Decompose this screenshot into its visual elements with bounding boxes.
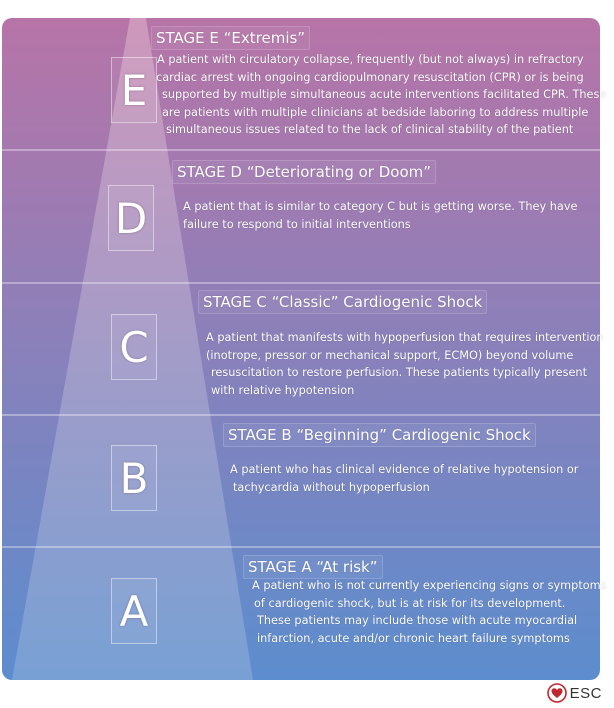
stage-c-title: STAGE C “Classic” Cardiogenic Shock	[198, 290, 488, 314]
stage-b-letter: B	[111, 445, 157, 511]
esc-logo-text: ESC	[569, 684, 602, 702]
stage-e-title: STAGE E “Extremis”	[151, 26, 311, 50]
stage-e-line: are patients with multiple clinicians at…	[162, 105, 589, 119]
stage-dividers	[2, 149, 600, 548]
stage-b-title: STAGE B “Beginning” Cardiogenic Shock	[223, 423, 536, 447]
stage-a-title: STAGE A “At risk”	[243, 555, 383, 579]
stage-d-letter: D	[108, 185, 154, 251]
stage-e-line: cardiac arrest with ongoing cardiopulmon…	[156, 70, 584, 84]
stage-a-line: of cardiogenic shock, but is at risk for…	[254, 596, 566, 610]
stage-a-line: These patients may include those with ac…	[257, 614, 578, 627]
stage-e-line: A patient with circulatory collapse, fre…	[157, 53, 584, 66]
stage-a-letter: A	[111, 578, 157, 644]
stage-e-line: supported by multiple simultaneous acute…	[162, 88, 607, 101]
stage-d-line: A patient that is similar to category C …	[183, 200, 578, 213]
stage-e-description: A patient with circulatory collapse, fre…	[156, 51, 607, 139]
stage-d-description: A patient that is similar to category C …	[183, 198, 577, 233]
pyramid-shape	[12, 18, 253, 680]
stage-b-line: tachycardia without hypoperfusion	[233, 480, 430, 494]
stage-b-description: A patient who has clinical evidence of r…	[230, 461, 578, 496]
stage-e-letter: E	[111, 57, 157, 123]
stage-a-line: infarction, acute and/or chronic heart f…	[257, 631, 570, 645]
stage-d-title: STAGE D “Deteriorating or Doom”	[172, 160, 437, 184]
stage-e-line: simultaneous issues related to the lack …	[166, 123, 574, 136]
stage-c-line: (inotrope, pressor or mechanical support…	[206, 348, 574, 362]
stage-c-letter: C	[111, 314, 157, 380]
esc-logo: ESC	[546, 683, 602, 703]
stage-b-line: A patient who has clinical evidence of r…	[230, 463, 579, 476]
stage-c-line: A patient that manifests with hypoperfus…	[206, 331, 604, 344]
stage-a-line: A patient who is not currently experienc…	[252, 579, 607, 592]
stage-a-description: A patient who is not currently experienc…	[252, 577, 607, 647]
stage-c-description: A patient that manifests with hypoperfus…	[206, 329, 604, 399]
stage-c-line: with relative hypotension	[211, 383, 355, 397]
stage-d-line: failure to respond to initial interventi…	[183, 217, 411, 231]
heart-icon	[546, 683, 567, 703]
stage-c-line: resuscitation to restore perfusion. Thes…	[211, 366, 588, 379]
